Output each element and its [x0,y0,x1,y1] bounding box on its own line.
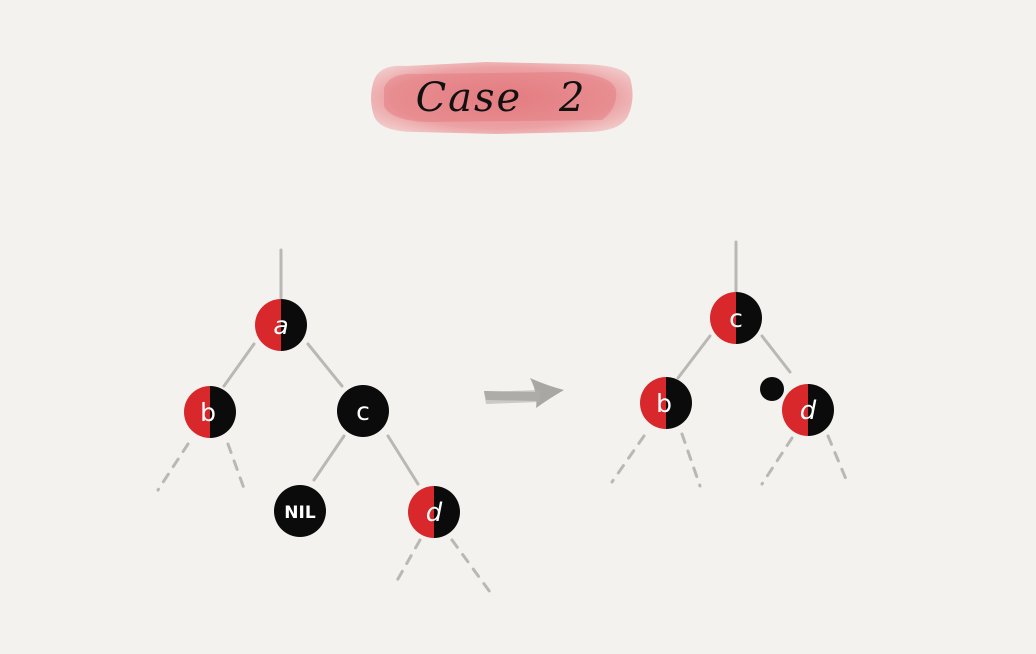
edge-d-left-leaf [392,538,422,588]
node-b-label: b [656,389,672,418]
edge-c-d [386,434,420,486]
edge-a-b [222,342,256,388]
node-c-label: c [356,397,370,426]
edge-c-d [760,334,792,374]
node-b-label: b [200,398,216,427]
title-highlight [371,62,633,134]
left-tree: a b c NIL [156,248,492,594]
node-c-label: c [729,304,743,333]
edge-b-right-leaf [680,432,702,488]
node-b: b [184,386,236,438]
edge-d-right-leaf [826,434,850,486]
edge-c-nil [312,434,346,482]
node-a-label: a [273,311,288,340]
right-tree: c b d [610,240,850,488]
node-nil-label: NIL [284,503,316,523]
edge-c-b [676,334,712,380]
node-c: c [337,385,389,437]
node-c: c [710,292,762,344]
edge-a-c [306,342,344,388]
node-d-label: d [426,498,443,528]
edge-d-left-leaf [760,436,794,486]
edge-d-right-leaf [450,538,492,594]
node-a: a [255,299,307,351]
title-banner: Case 2 [366,58,636,138]
right-arrow-icon [484,378,564,408]
edge-b-right-leaf [226,442,248,496]
title-text: Case 2 [415,75,587,121]
node-d: d [408,486,460,538]
node-d: d [782,384,834,436]
node-b: b [640,377,692,429]
node-d-label: d [800,396,817,426]
extra-black-dot [760,377,784,401]
edge-b-left-leaf [156,442,190,492]
node-nil: NIL [274,485,326,537]
edge-b-left-leaf [610,434,646,484]
